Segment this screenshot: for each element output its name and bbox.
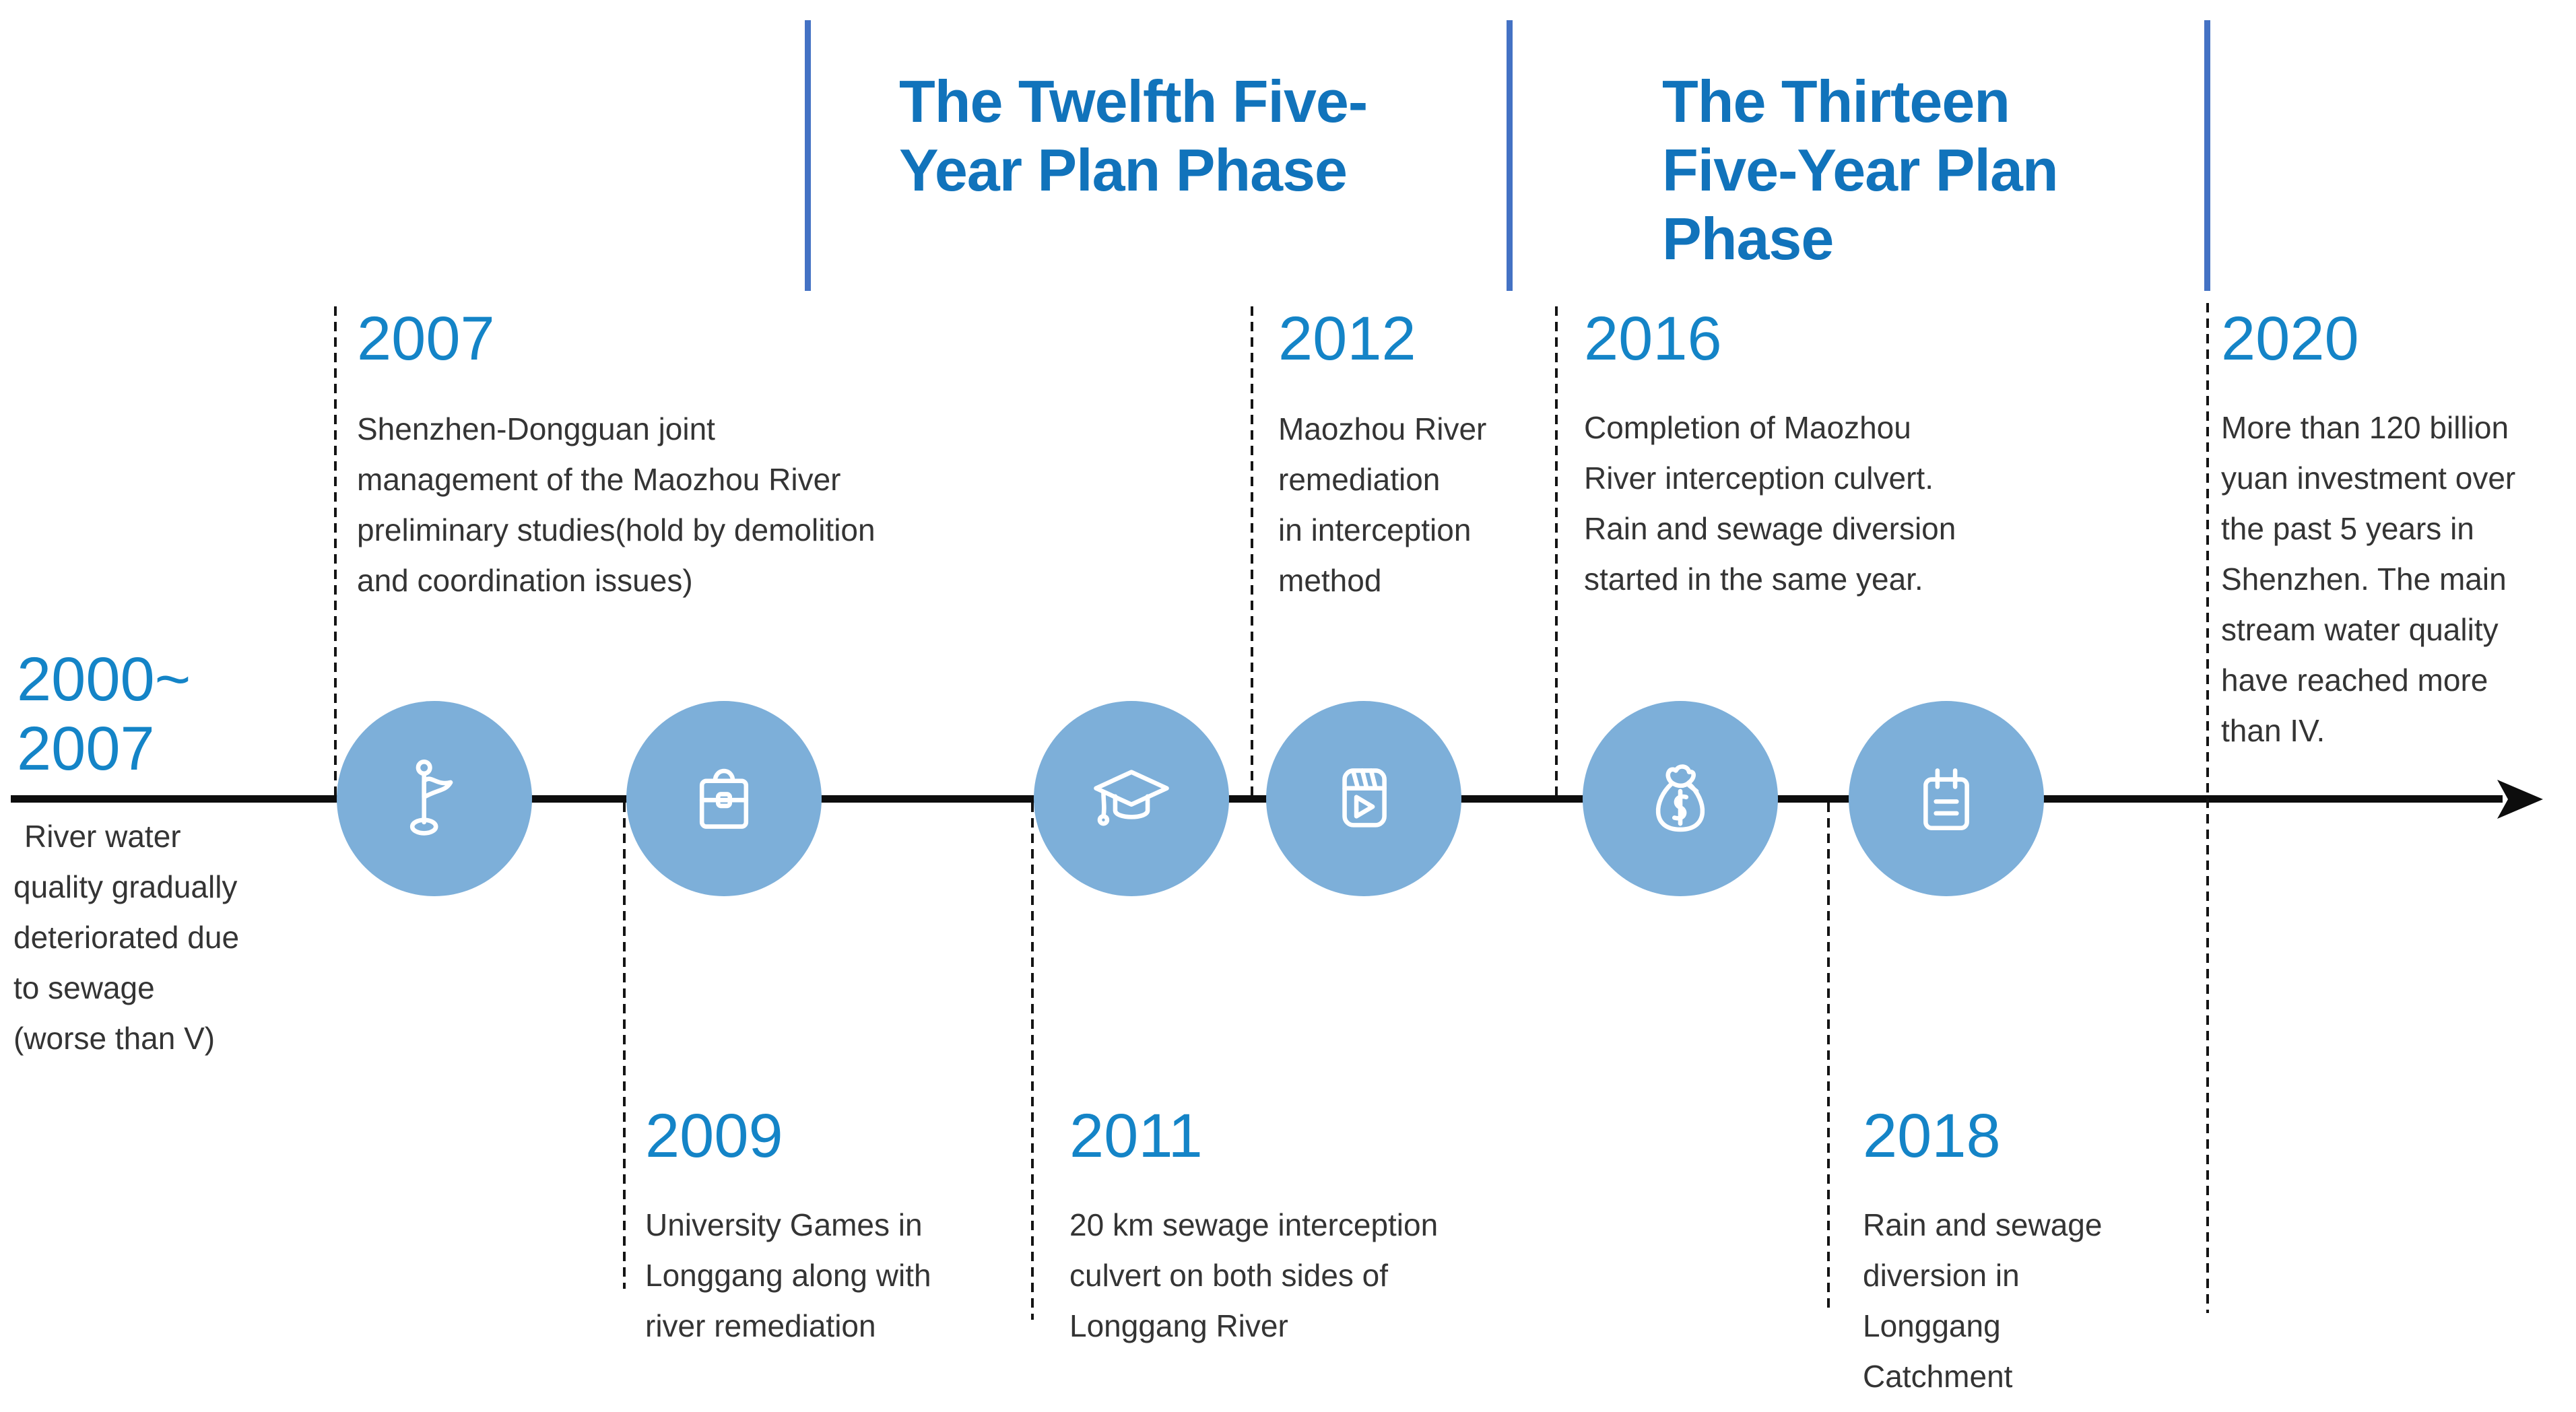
timeline-node-2009 — [626, 701, 822, 896]
phase-divider-bar-3 — [2204, 20, 2210, 291]
event-year-2011: 2011 — [1069, 1102, 1203, 1170]
graduation-cap-icon — [1094, 770, 1169, 826]
money-bag-icon — [1655, 764, 1705, 832]
phase-divider-bar-2 — [1507, 20, 1513, 291]
event-description-2018: Rain and sewage diversion in Longgang Ca… — [1863, 1207, 2103, 1394]
timeline-arrowhead-icon — [2497, 780, 2543, 819]
briefcase-icon — [699, 768, 749, 829]
event-year-2016: 2016 — [1584, 304, 1722, 373]
event-year-2007: 2007 — [357, 304, 495, 373]
clapperboard-play-icon — [1342, 768, 1387, 828]
connector-2009 — [623, 803, 626, 1289]
event-description-2007: Shenzhen-Dongguan joint management of th… — [357, 411, 876, 598]
notepad-icon — [1923, 768, 1969, 831]
connector-2018 — [1827, 803, 1830, 1309]
timeline-node-2018 — [1849, 701, 2044, 896]
event-year-2020: 2020 — [2221, 304, 2359, 373]
connector-2011 — [1031, 803, 1034, 1320]
event-description-2016: Completion of Maozhou River interception… — [1584, 410, 1956, 597]
connector-2020 — [2206, 303, 2209, 1313]
event-year-2012: 2012 — [1278, 304, 1416, 373]
phase-title-twelfth: The Twelfth Five- Year Plan Phase — [899, 68, 1368, 204]
connector-2016 — [1555, 306, 1558, 795]
timeline-node-2007 — [337, 701, 532, 896]
flag-icon — [409, 760, 453, 836]
event-description-2009: University Games in Longgang along with … — [645, 1207, 931, 1343]
event-year-2009: 2009 — [645, 1102, 783, 1170]
connector-2007 — [334, 306, 337, 795]
event-description-2011: 20 km sewage interception culvert on bot… — [1069, 1207, 1439, 1343]
phase-title-thirteen: The Thirteen Five-Year Plan Phase — [1662, 68, 2059, 273]
timeline-node-2012 — [1266, 701, 1461, 896]
era-description: River water quality gradually deteriorat… — [13, 819, 240, 1056]
timeline-node-2016 — [1583, 701, 1778, 896]
timeline-axis — [11, 795, 2503, 803]
event-year-2018: 2018 — [1863, 1102, 2001, 1170]
era-years: 2000~ 2007 — [17, 645, 191, 784]
timeline-node-2011 — [1034, 701, 1229, 896]
connector-2012 — [1251, 306, 1253, 795]
event-description-2012: Maozhou River remediation in interceptio… — [1278, 411, 1487, 598]
event-description-2020: More than 120 billion yuan investment ov… — [2221, 410, 2516, 748]
phase-divider-bar-1 — [805, 20, 811, 291]
